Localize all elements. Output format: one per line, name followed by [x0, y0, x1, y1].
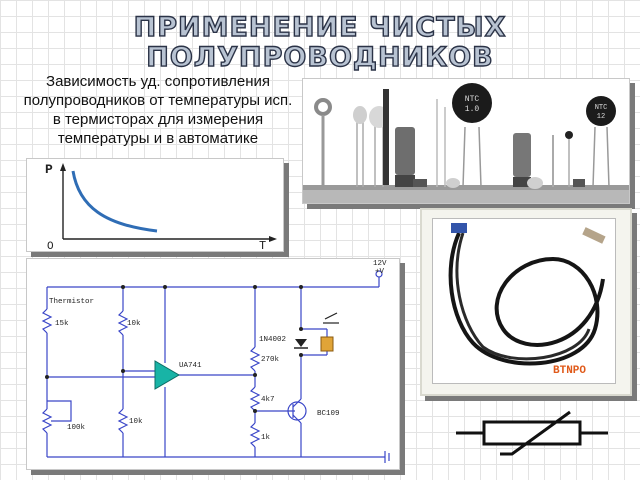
thermistors-illustration: NTC 1.0 NTC 12 [303, 83, 629, 203]
x-axis-label: T [259, 239, 266, 251]
cable-probe-tip [582, 227, 606, 244]
cable-connector [451, 223, 467, 233]
diode-label: 1N4002 [259, 336, 286, 344]
glass-thermistor [353, 106, 367, 187]
diode-symbol [294, 339, 308, 349]
resistivity-curve [71, 170, 158, 233]
r4-value: 4k7 [261, 396, 275, 404]
r3-value: 270k [261, 356, 280, 364]
y-axis-label: P [45, 162, 53, 177]
cable-illustration: BTNPO [448, 223, 606, 377]
thermistor-circuit: Thermistor 15k 10k 10k 100k UA741 1N4002… [41, 260, 390, 463]
origin-label: O [47, 241, 54, 251]
ring-lug [314, 98, 332, 116]
watermark: BTNPO [553, 365, 586, 377]
svg-text:1.0: 1.0 [465, 105, 480, 114]
ntc-disc-2: NTC 12 [586, 96, 616, 188]
pot-value: 100k [67, 424, 86, 432]
opamp-symbol [154, 360, 180, 390]
metal-can-thermistor-2 [513, 133, 531, 187]
resistivity-graph-panel: P T O [26, 158, 284, 253]
r-thermistor-value: 15k [55, 320, 69, 328]
slide-title: ПРИМЕНЕНИЕ ЧИСТЫХ ПОЛУПРОВОДНИКОВ [133, 11, 507, 72]
thermistor-circuit-panel: Thermistor 15k 10k 10k 100k UA741 1N4002… [26, 258, 400, 470]
svg-text:NTC: NTC [595, 104, 608, 112]
r5-value: 1k [261, 434, 271, 442]
title-line-1: ПРИМЕНЕНИЕ ЧИСТЫХ [134, 12, 507, 43]
title-line-2: ПОЛУПРОВОДНИКОВ [146, 42, 494, 72]
transistor-label: BC109 [317, 410, 340, 418]
resistivity-graph: P T O [45, 162, 277, 253]
thermistor-label: Thermistor [49, 298, 94, 306]
opamp-label: UA741 [179, 362, 202, 370]
supply-label: 12V [373, 260, 387, 268]
ntc-disc-1: NTC 1.0 [452, 83, 492, 188]
cable-thermistor-photo: BTNPO [432, 218, 616, 384]
thermistors-photo: NTC 1.0 NTC 12 [302, 78, 630, 204]
relay-coil [320, 336, 334, 352]
metal-can-thermistor [395, 127, 415, 187]
description-text: Зависимость уд. сопротивления полупровод… [23, 73, 293, 147]
r2-value: 10k [129, 418, 143, 426]
probe-thermistor [383, 89, 389, 185]
supply-sign: +V [375, 268, 385, 276]
relay-contact [323, 312, 339, 324]
svg-text:NTC: NTC [465, 95, 480, 104]
r1-value: 10k [127, 320, 141, 328]
svg-text:12: 12 [597, 113, 605, 121]
thermistor-symbol [456, 410, 608, 456]
